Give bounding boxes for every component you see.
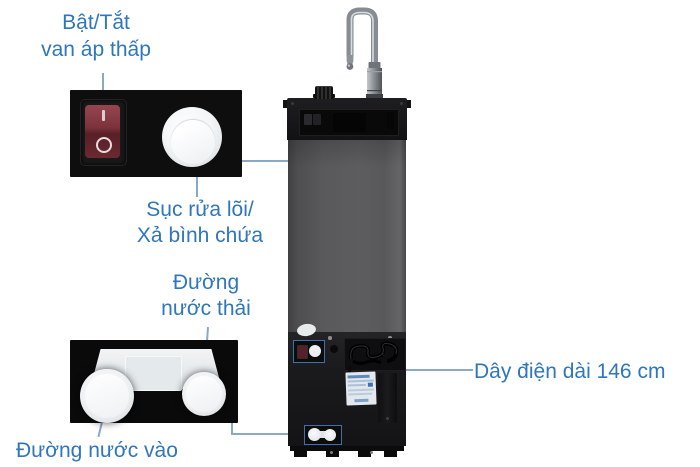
flush-drain-knob[interactable] — [162, 107, 222, 167]
top-adjust-knob[interactable] — [315, 86, 333, 99]
waste-water-pipe-face — [186, 376, 222, 412]
highlight-box-pipes — [304, 425, 342, 445]
base-strip — [290, 446, 404, 451]
callout-label-waste-water: Đường nước thải — [120, 270, 292, 322]
screw — [388, 336, 392, 340]
callout-label-line: Sục rửa lõi/ — [146, 198, 254, 221]
connector — [304, 114, 312, 125]
water-inlet-pipe-face — [85, 374, 129, 418]
water-inlet-pipe — [80, 369, 134, 423]
callout-label-low-pressure-valve: Bật/Tắt van áp thấp — [10, 9, 182, 63]
screw — [291, 102, 294, 105]
spec-sticker — [345, 371, 377, 406]
waste-water-pipe — [182, 372, 226, 416]
power-cord-coil — [348, 341, 399, 365]
foot — [294, 450, 307, 457]
top-panel-recess — [299, 109, 399, 136]
leader-line-power-cord — [357, 369, 473, 371]
body-back-cover — [288, 140, 406, 332]
flush-drain-knob-face — [171, 120, 215, 164]
switch-off-mark — [96, 137, 112, 153]
foot — [384, 450, 397, 457]
foot — [358, 450, 371, 457]
water-purifier-back-view — [283, 96, 411, 458]
low-pressure-valve-switch-actual[interactable] — [297, 345, 308, 359]
sticker-line — [347, 374, 370, 378]
power-cord-compartment — [344, 338, 406, 371]
sticker-line — [348, 388, 375, 392]
callout-label-line: Bật/Tắt — [62, 11, 130, 34]
mount-tab-left — [283, 100, 288, 108]
screw — [330, 451, 333, 454]
water-inlet-pipe-actual — [308, 428, 321, 441]
sticker-line — [347, 383, 366, 387]
pipe-connector-bar — [314, 431, 331, 438]
screw — [400, 102, 403, 105]
sticker-mark — [367, 382, 373, 387]
callout-label-line: Dây điện dài 146 cm — [474, 360, 666, 383]
callout-label-water-inlet: Đường nước vào — [16, 437, 246, 464]
callout-label-power-cord: Dây điện dài 146 cm — [474, 358, 700, 385]
flush-drain-knob-actual[interactable] — [309, 345, 321, 357]
screw — [328, 336, 332, 340]
cover-plate — [378, 373, 397, 423]
connector — [313, 114, 321, 125]
top-recess-opening — [333, 113, 366, 132]
callout-label-line: nước thải — [161, 297, 251, 320]
latch — [387, 112, 394, 129]
waste-water-pipe-actual — [324, 428, 336, 441]
pipe-bracket-recess — [125, 356, 182, 391]
callout-label-line: Xả bình chứa — [136, 224, 264, 247]
vent-hole — [330, 345, 338, 353]
sticker-line — [354, 398, 369, 403]
screw — [386, 417, 389, 420]
top-rear-panel — [287, 98, 407, 140]
inset-panel-switch-knob — [70, 90, 242, 177]
mount-tab-right — [406, 100, 411, 108]
gooseneck-faucet — [346, 7, 383, 98]
callout-label-flush-drain: Sục rửa lõi/ Xả bình chứa — [105, 197, 295, 249]
oval-sticker — [296, 322, 317, 338]
sticker-line — [348, 392, 373, 396]
bottom-rear-panel — [288, 322, 406, 446]
inset-panel-pipes — [70, 340, 238, 423]
switch-on-mark — [102, 110, 105, 121]
leader-line-pipes-inset-v — [231, 421, 233, 434]
callout-label-line: Đường nước vào — [16, 439, 178, 462]
callout-label-line: Đường — [172, 271, 240, 294]
leader-line-pipes-inset-h — [231, 433, 305, 435]
screw — [370, 451, 373, 454]
highlight-box-switch-knob — [293, 340, 325, 363]
callout-label-line: van áp thấp — [41, 38, 151, 61]
leader-line-inset-to-unit-h — [242, 160, 311, 162]
